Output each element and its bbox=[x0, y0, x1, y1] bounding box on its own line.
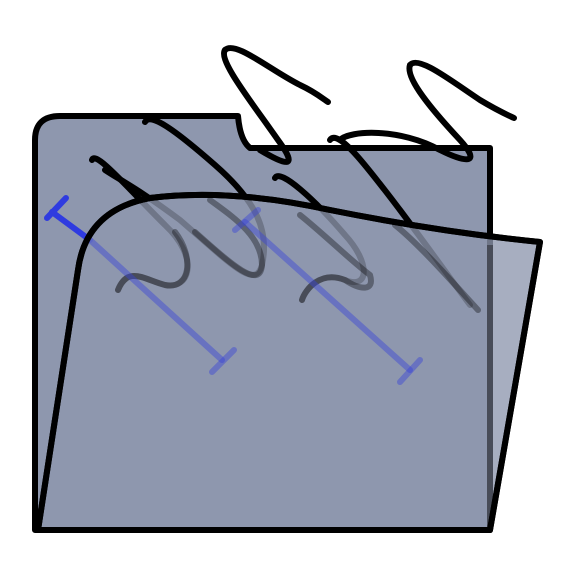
folder-front-panel bbox=[35, 191, 543, 533]
measure-line-left bbox=[87, 237, 237, 375]
scribble-ghost bbox=[115, 197, 481, 313]
measure-line-left-top bbox=[44, 195, 93, 243]
measure-line-right bbox=[232, 207, 423, 385]
folder-front-outline bbox=[35, 191, 543, 533]
